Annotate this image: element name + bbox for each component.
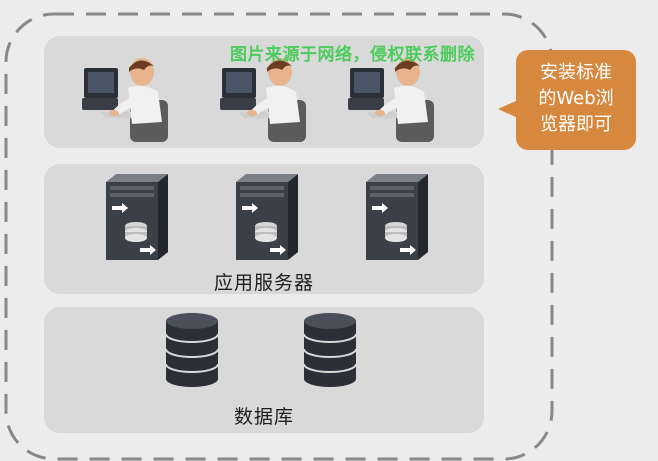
user-at-computer-icon [82,58,168,142]
databases-group [165,313,357,387]
app-server-label: 应用服务器 [213,272,314,294]
database-icon [165,313,219,387]
user-at-computer-icon [220,58,306,142]
callout-pointer [498,100,518,118]
database-label: 数据库 [233,406,294,428]
client-layer [44,36,484,148]
user-at-computer-icon [348,58,434,142]
callout-line-2: 的Web浏 [538,88,614,109]
servers-group [106,174,428,260]
server-rack-icon [366,174,428,260]
database-icon [303,313,357,387]
database-layer: 数据库 [44,307,484,433]
watermark-text: 图片来源于网络，侵权联系删除 [230,45,475,65]
app-server-layer: 应用服务器 [44,164,484,294]
server-rack-icon [236,174,298,260]
callout-line-1: 安装标准 [540,62,612,83]
callout-line-3: 览器即可 [540,114,612,135]
clients-group [82,58,434,142]
server-rack-icon [106,174,168,260]
browser-callout: 安装标准 的Web浏 览器即可 [516,50,636,150]
